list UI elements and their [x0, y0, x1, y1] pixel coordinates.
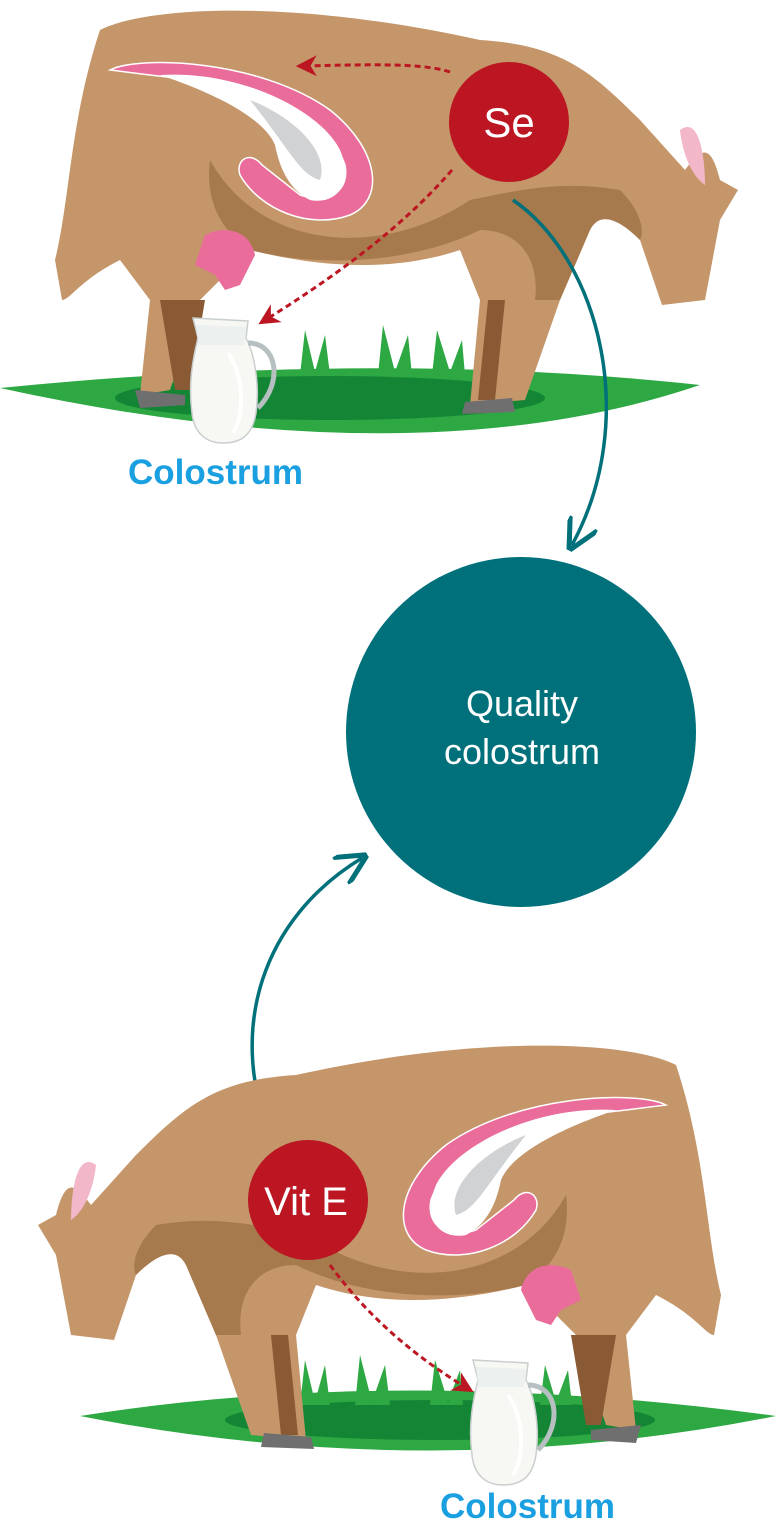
- grass: [300, 325, 465, 375]
- colostrum-label-bottom: Colostrum: [440, 1487, 615, 1526]
- bottom-panel: Vit E Colostrum: [37, 1044, 776, 1526]
- dashed-arrow-to-jug: [258, 169, 454, 325]
- ground-shadow: [225, 1400, 655, 1440]
- quality-colostrum-circle: [346, 557, 696, 907]
- quality-label-line1: Quality: [466, 683, 578, 724]
- dashed-arrow-to-uterus: [295, 55, 451, 77]
- cow-illustration: [54, 9, 739, 415]
- quality-label-line2: colostrum: [444, 731, 600, 772]
- se-label: Se: [483, 99, 534, 146]
- dashed-arrow-to-jug: [328, 1264, 474, 1393]
- vit-e-label: Vit E: [264, 1180, 348, 1224]
- teal-arrow-se-to-quality: [512, 198, 609, 545]
- colostrum-label-top: Colostrum: [128, 453, 303, 492]
- top-panel: Se Colostrum: [0, 9, 739, 492]
- se-circle: [449, 62, 569, 182]
- vit-e-circle: [248, 1140, 368, 1260]
